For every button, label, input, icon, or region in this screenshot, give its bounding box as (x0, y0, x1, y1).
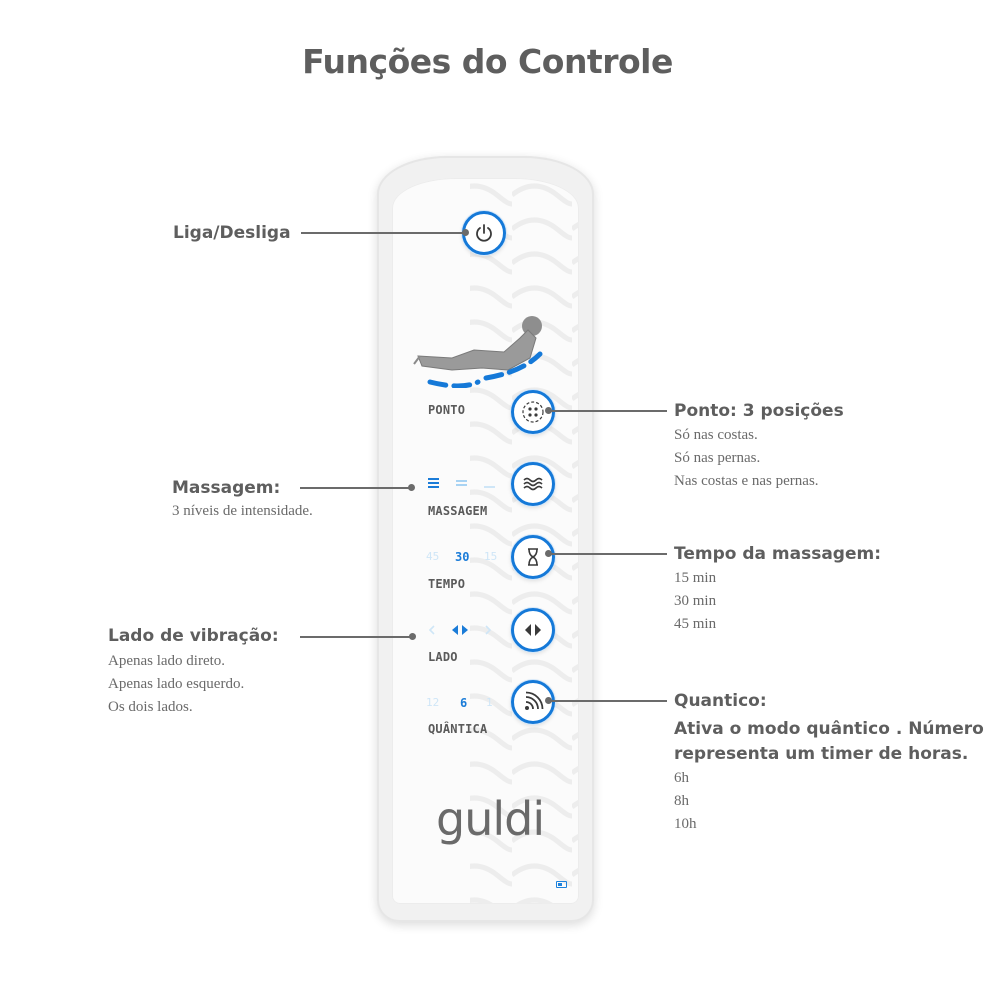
callout-ponto-line-3: Nas costas e nas pernas. (674, 473, 819, 489)
label-tempo: TEMPO (428, 577, 466, 591)
label-massagem: MASSAGEM (428, 504, 488, 518)
callout-tempo-dot (545, 550, 552, 557)
label-ponto: PONTO (428, 403, 466, 417)
callout-ponto-line-1: Só nas costas. (674, 427, 758, 443)
tempo-indicator-15: 15 (484, 550, 498, 563)
callout-massagem-dot (408, 484, 415, 491)
brand-logo: guldi (436, 792, 545, 846)
page-title: Funções do Controle (302, 42, 673, 81)
body-silhouette-icon (413, 316, 543, 388)
massagem-intensity-indicator (428, 478, 495, 488)
battery-icon (556, 881, 567, 888)
callout-tempo-line-2: 30 min (674, 593, 717, 609)
power-icon (476, 224, 492, 242)
callout-power-line (301, 232, 466, 234)
quantica-indicator-6: 6 (460, 696, 468, 710)
tempo-button[interactable] (511, 535, 555, 579)
callout-ponto-title: Ponto: 3 posições (674, 401, 844, 421)
left-right-arrows-icon (525, 624, 541, 636)
callout-quantico-title: Quantico: (674, 691, 767, 711)
callout-massagem-line (300, 487, 411, 489)
remote-panel: PONTO MASSAGEM 45 30 15 TEMPO (392, 178, 579, 904)
callout-quantico-subtitle: Ativa o modo quântico . Número represent… (674, 717, 984, 767)
callout-ponto-line (549, 410, 667, 412)
remote-control: PONTO MASSAGEM 45 30 15 TEMPO (377, 156, 594, 922)
callout-quantico-line-2: 8h (674, 793, 689, 809)
callout-massagem-line-1: 3 níveis de intensidade. (172, 503, 313, 519)
callout-tempo-line-1: 15 min (674, 570, 717, 586)
callout-quantico-dot (545, 697, 552, 704)
callout-quantico-subtitle-2: representa um timer de horas. (674, 744, 969, 764)
quantica-indicator-1: 1 (486, 696, 493, 709)
lado-side-indicator (428, 625, 492, 635)
callout-massagem-title: Massagem: (172, 478, 281, 498)
callout-power-dot (462, 229, 469, 236)
waves-icon (523, 477, 543, 491)
callout-lado-title: Lado de vibração: (108, 626, 279, 646)
callout-tempo-text: 15 min 30 min 45 min (674, 567, 716, 636)
callout-lado-line-1: Apenas lado direto. (108, 653, 226, 669)
callout-quantico-line (549, 700, 667, 702)
callout-power-title: Liga/Desliga (173, 223, 291, 243)
hourglass-icon (528, 548, 538, 566)
quantica-button[interactable] (511, 680, 555, 724)
power-button[interactable] (462, 211, 506, 255)
quantica-indicator-12: 12 (426, 696, 440, 709)
callout-ponto-dot (545, 407, 552, 414)
callout-lado-line-3: Os dois lados. (108, 699, 193, 715)
callout-lado-line (300, 636, 412, 638)
callout-lado-text: Apenas lado direto. Apenas lado esquerdo… (108, 650, 244, 719)
lado-button[interactable] (511, 608, 555, 652)
callout-ponto-line-2: Só nas pernas. (674, 450, 761, 466)
points-icon (522, 401, 544, 423)
callout-tempo-line-3: 45 min (674, 616, 717, 632)
tempo-indicator-30: 30 (455, 550, 470, 564)
tempo-indicator-45: 45 (426, 550, 440, 563)
callout-tempo-line (549, 553, 667, 555)
callout-quantico-subtitle-1: Ativa o modo quântico . Número (674, 719, 984, 739)
callout-lado-line-2: Apenas lado esquerdo. (108, 676, 245, 692)
callout-quantico-line-3: 10h (674, 816, 697, 832)
callout-ponto-text: Só nas costas. Só nas pernas. Nas costas… (674, 424, 819, 493)
callout-tempo-title: Tempo da massagem: (674, 544, 882, 564)
label-quantica: QUÂNTICA (428, 722, 488, 736)
callout-lado-dot (409, 633, 416, 640)
callout-quantico-line-1: 6h (674, 770, 689, 786)
callout-quantico-text: 6h 8h 10h (674, 767, 697, 836)
wifi-signal-icon (525, 691, 544, 710)
label-lado: LADO (428, 650, 458, 664)
callout-massagem-text: 3 níveis de intensidade. (172, 500, 313, 523)
massagem-button[interactable] (511, 462, 555, 506)
